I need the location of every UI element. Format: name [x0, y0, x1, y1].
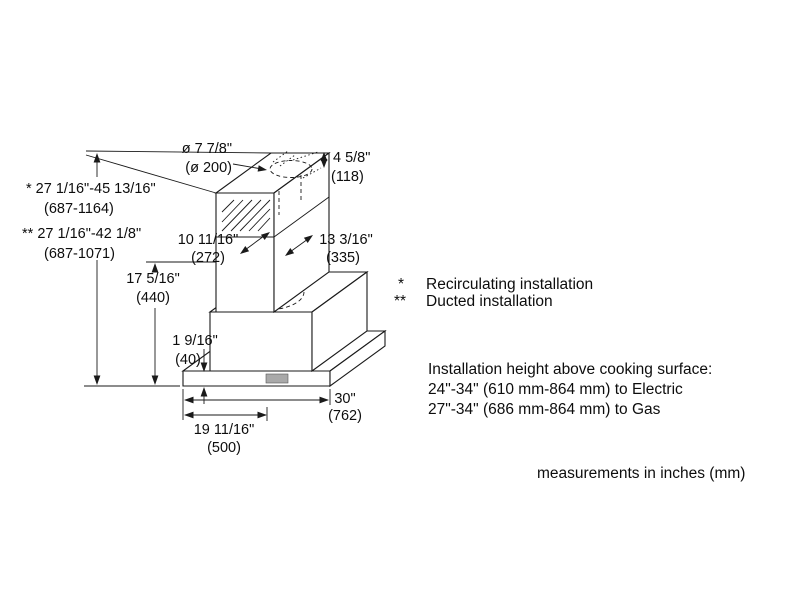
dim-duct-diameter [232, 163, 267, 172]
plate-front-face [182, 370, 331, 387]
body-side-face [311, 270, 368, 373]
legend-recirc-label: Recirculating installation [426, 276, 593, 293]
dim-chimney-width [240, 232, 270, 254]
chimney-seam-side [273, 196, 330, 238]
body-front-face [209, 311, 313, 372]
note-line-1: Installation height above cooking surfac… [428, 361, 712, 378]
duct-opening [269, 160, 313, 178]
legend: * Recirculating installation ** Ducted i… [394, 276, 593, 310]
label-hood-width-mm: (762) [328, 408, 362, 424]
label-height-ducted-mm: (687-1071) [44, 246, 115, 262]
legend-recirc-symbol: * [398, 276, 404, 293]
label-hood-depth-in: 19 11/16" [194, 422, 255, 438]
dim-duct-depth [292, 151, 328, 179]
label-height-recirc-mm: (687-1164) [44, 201, 114, 217]
plate-side-face [329, 329, 386, 388]
label-body-height-mm: (440) [136, 290, 170, 306]
label-duct-diameter-in: ø 7 7/8" [182, 141, 232, 157]
label-chimney-depth-mm: (335) [326, 250, 360, 266]
label-chimney-width-mm: (272) [191, 250, 225, 266]
dim-chimney-depth [285, 235, 313, 256]
label-rim-height-mm: (40) [175, 352, 201, 368]
duct-stipple-1 [272, 150, 289, 163]
label-height-recirc-in: * 27 1/16"-45 13/16" [26, 181, 156, 197]
label-hood-width-in: 30" [334, 391, 355, 407]
label-duct-depth-in: 4 5/8" [333, 150, 370, 166]
legend-ducted-symbol: ** [394, 293, 406, 310]
chimney-grille-hatch [221, 199, 271, 232]
dim-hood-width [182, 389, 331, 420]
dim-hood-depth [184, 407, 268, 421]
label-hood-depth-mm: (500) [207, 440, 241, 456]
label-chimney-depth-in: 13 3/16" [319, 232, 373, 248]
dim-body-height [146, 261, 216, 385]
dim-overall-height [84, 150, 272, 387]
label-rim-height-in: 1 9/16" [172, 333, 217, 349]
label-height-ducted-in: ** 27 1/16"-42 1/8" [22, 226, 141, 242]
legend-ducted-label: Ducted installation [426, 293, 553, 310]
note-line-2: 24"-34" (610 mm-864 mm) to Electric [428, 381, 683, 398]
label-duct-depth-mm: (118) [331, 169, 364, 185]
dimension-labels: ø 7 7/8" (ø 200) 4 5/8" (118) * 27 1/16"… [22, 141, 373, 456]
duct-stipple-2 [279, 154, 296, 167]
note-line-3: 27"-34" (686 mm-864 mm) to Gas [428, 401, 661, 418]
label-body-height-in: 17 5/16" [126, 271, 180, 287]
label-duct-diameter-mm: (ø 200) [185, 160, 232, 176]
label-chimney-width-in: 10 11/16" [178, 232, 239, 248]
units-note: measurements in inches (mm) [537, 465, 745, 482]
control-badge [265, 373, 289, 384]
installation-note: Installation height above cooking surfac… [428, 361, 712, 418]
chimney [214, 150, 331, 314]
